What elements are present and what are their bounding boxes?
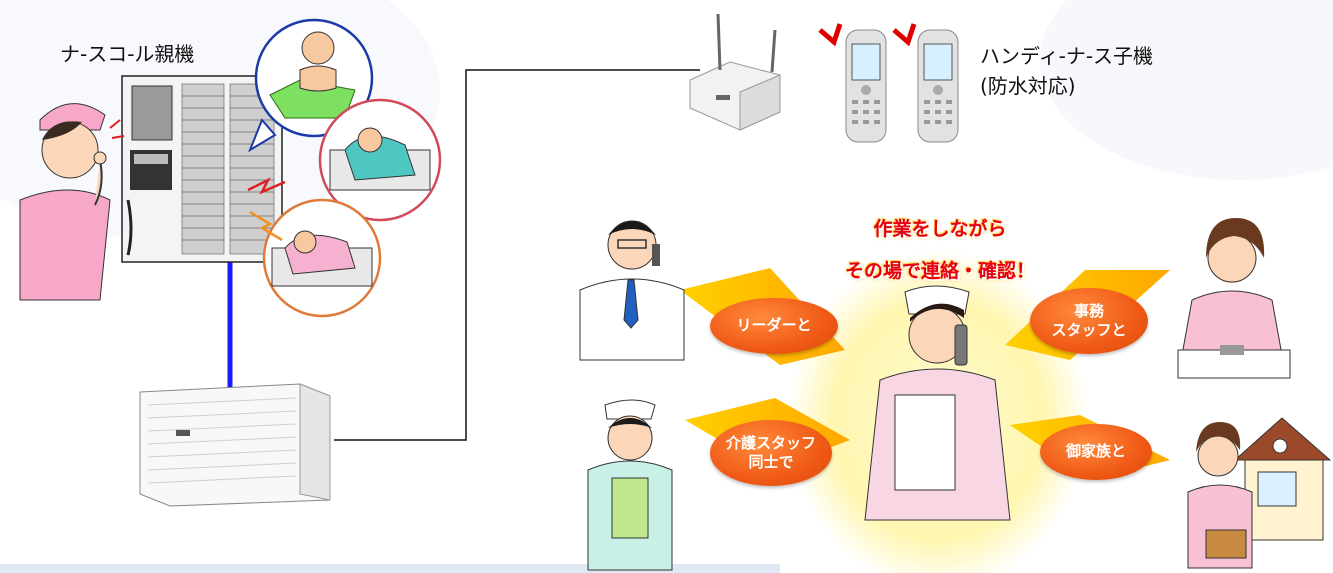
call-signal-orange (249, 210, 283, 242)
handset-label-line2: (防水対応) (980, 74, 1076, 98)
bottom-band (0, 564, 780, 573)
bath-patient-bubble (247, 18, 374, 153)
nurse-illustration-left (19, 103, 125, 301)
handset-label-line1: ハンディ-ナ-ス子機 (980, 44, 1154, 68)
bubble-office-staff: 事務 スタッフと (1030, 288, 1148, 354)
family-house-illustration (1187, 417, 1332, 569)
wireless-access-point (689, 13, 781, 131)
central-controller-unit (139, 383, 331, 507)
doctor-illustration (579, 220, 685, 361)
bed-patient-bubble-2 (262, 198, 382, 318)
care-staff-illustration (587, 399, 673, 571)
headline-line2: その場で連絡・確認！ (844, 260, 1035, 282)
central-nurse-with-phone (864, 285, 1011, 521)
call-signal-red (247, 177, 286, 195)
bubble-care-staff: 介護スタッフ 同士で (710, 420, 832, 486)
master-unit-panel (121, 75, 283, 263)
bubble-leader: リーダーと (710, 298, 838, 354)
handset-2 (892, 23, 959, 143)
bubble-family: 御家族と (1040, 424, 1152, 480)
handset-1 (818, 23, 887, 143)
headline-line1: 作業をしながら (873, 218, 1007, 240)
line-controller-to-antenna (334, 69, 700, 441)
bed-patient-bubble-1 (318, 98, 442, 222)
master-unit-label: ナ-スコ-ル親機 (60, 42, 195, 66)
office-staff-illustration (1177, 218, 1291, 379)
